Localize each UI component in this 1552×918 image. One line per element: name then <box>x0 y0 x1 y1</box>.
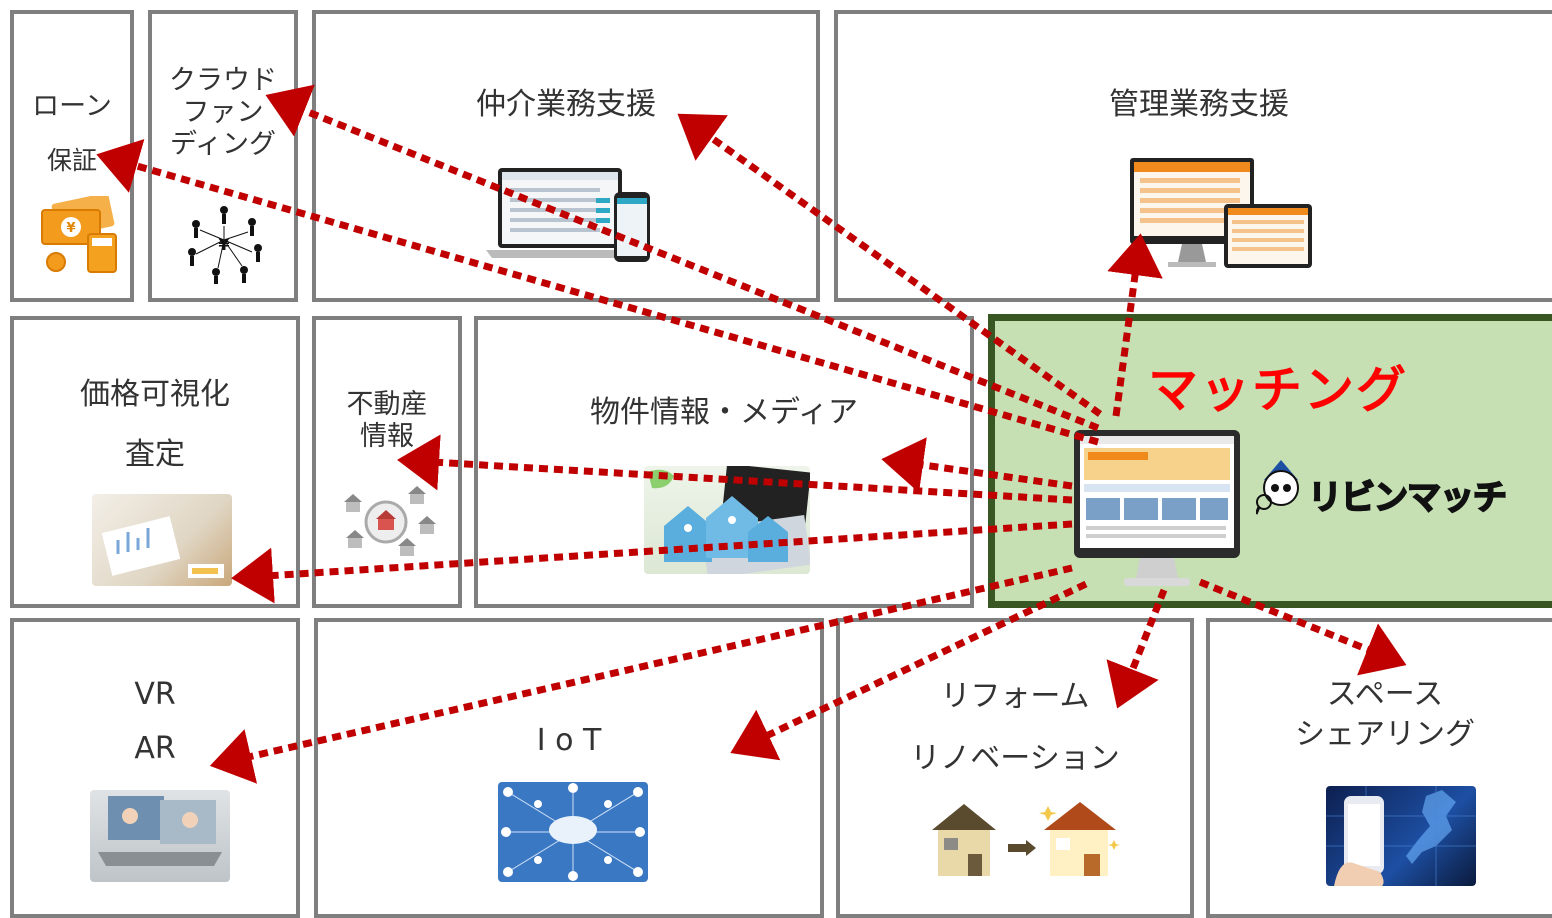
crowd-people-icon: ¥ <box>188 206 262 284</box>
crowdfunding-box: クラウド ファン ディング ¥ <box>148 10 298 302</box>
livin-mascot-icon <box>1256 460 1299 515</box>
monitor-tablet-icon <box>1130 158 1312 268</box>
iot-box: I o T <box>314 618 824 918</box>
space-sharing-box: スペース シェアリング <box>1206 618 1552 918</box>
brokerage-support-box: 仲介業務支援 <box>312 10 820 302</box>
livin-match-logo: リビンマッチ <box>1307 477 1508 519</box>
vr-ar-box: VR AR <box>10 618 300 918</box>
vr-label: VR <box>134 677 176 712</box>
money-calculator-icon: ¥ <box>41 196 117 273</box>
property-media-title: 物件情報・メディア <box>590 395 858 430</box>
property-media-box: 物件情報・メディア <box>474 316 974 608</box>
valuation-box: 価格可視化 査定 <box>10 316 300 608</box>
space-label: スペース <box>1326 677 1444 712</box>
sharing-label: シェアリング <box>1295 717 1475 752</box>
iot-title: I o T <box>536 723 602 758</box>
matching-title: マッチング <box>1148 361 1408 419</box>
monitor-website-icon <box>1074 430 1240 586</box>
loan-label: ローン <box>32 91 112 122</box>
reform-label: リフォーム <box>940 679 1090 714</box>
management-support-title: 管理業務支援 <box>1109 87 1289 122</box>
guarantee-label: 保証 <box>46 146 97 175</box>
laptop-phone-icon <box>486 168 650 262</box>
reform-renovation-box: リフォーム リノベーション <box>836 618 1194 918</box>
crowdfunding-label-1: クラウド <box>169 65 277 96</box>
brokerage-support-title: 仲介業務支援 <box>476 87 656 122</box>
svg-text:¥: ¥ <box>66 221 75 236</box>
vr-laptop-photo <box>90 790 230 882</box>
realestate-info-label-2: 情報 <box>360 421 414 452</box>
houses-magnifier-icon <box>344 486 436 556</box>
appraisal-photo <box>92 494 232 586</box>
house-before-after-icon <box>932 802 1120 876</box>
renovation-label: リノベーション <box>910 741 1120 776</box>
iot-network-diagram <box>498 782 648 882</box>
realestate-info-label-1: 不動産 <box>346 389 428 420</box>
management-support-box: 管理業務支援 <box>834 10 1552 302</box>
valuation-label-1: 価格可視化 <box>80 377 230 412</box>
laptop-house-photo <box>644 466 810 574</box>
smartphone-japan-photo <box>1326 786 1476 886</box>
loan-guarantee-box: ローン 保証 ¥ <box>10 10 134 302</box>
ar-label: AR <box>134 731 176 766</box>
crowdfunding-label-2: ファン <box>182 97 264 128</box>
realestate-info-box: 不動産 情報 <box>312 316 462 608</box>
crowdfunding-label-3: ディング <box>169 129 277 160</box>
valuation-label-2: 査定 <box>125 437 185 472</box>
